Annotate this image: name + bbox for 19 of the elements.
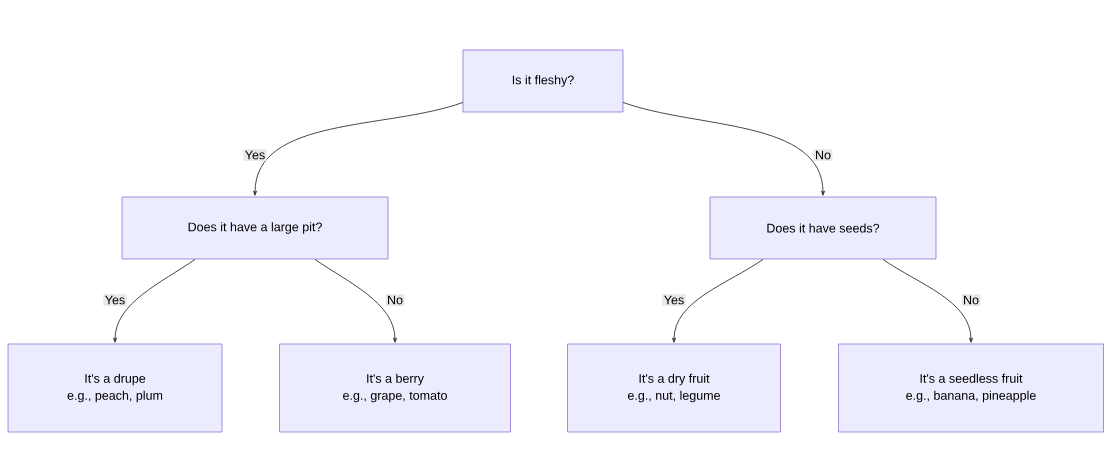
process-box: It's a seedless fruit e.g., banana, pineapple: [838, 343, 1104, 433]
process-box: It's a berry e.g., grape, tomato: [279, 343, 511, 433]
edge-label: No: [813, 149, 833, 161]
process-box: Is it fleshy?: [462, 49, 624, 113]
arrow: [622, 101, 825, 196]
arrow: [253, 101, 464, 196]
process-box: It's a dry fruit e.g., nut, legume: [567, 343, 781, 433]
process-box: It's a drupe e.g., peach, plum: [7, 343, 223, 433]
arrow: [314, 258, 397, 343]
process-box: Does it have a large pit?: [121, 196, 389, 260]
edge-label: Yes: [103, 294, 127, 306]
arrow: [113, 258, 196, 343]
edge-label: No: [961, 294, 981, 306]
edge-label: Yes: [243, 149, 267, 161]
arrow: [882, 258, 973, 343]
arrow: [672, 258, 764, 343]
edge-label: No: [385, 294, 405, 306]
edge-label: Yes: [662, 294, 686, 306]
process-box: Does it have seeds?: [709, 196, 937, 260]
